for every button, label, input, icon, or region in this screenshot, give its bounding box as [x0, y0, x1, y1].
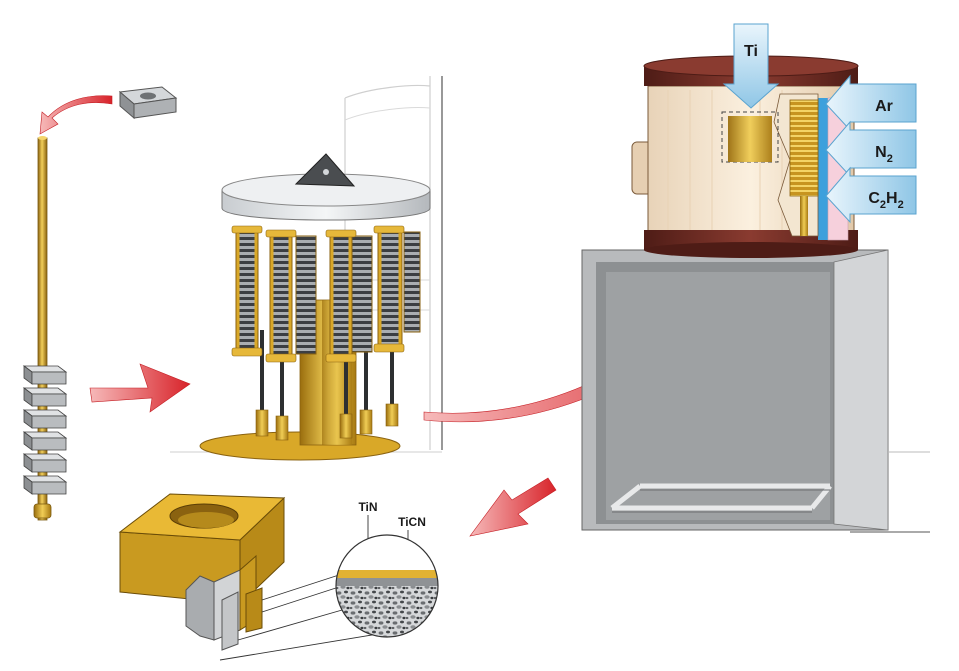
- cross-section-leaders: [219, 515, 409, 661]
- fixture-carousel: [170, 76, 443, 461]
- coating-furnace: [581, 249, 930, 533]
- c2h2-label: C2H2: [868, 190, 903, 211]
- ar-arrow: Ar: [825, 74, 917, 132]
- c2h2-arrow: C2H2: [825, 166, 917, 224]
- load-arrow-red: [39, 95, 113, 135]
- coating-cross-section: TiN TiCN: [335, 500, 439, 638]
- n2-label: N2: [875, 144, 893, 165]
- gas-inlets: Ti Ar N2 C2H2: [722, 23, 917, 224]
- arrow-to-coated-insert: [469, 477, 557, 537]
- insert-stack: [22, 365, 68, 495]
- insert-holder-rod: [22, 86, 178, 521]
- arrow-to-fixture: [89, 363, 191, 413]
- ti-arrow: Ti: [722, 23, 780, 109]
- n2-arrow: N2: [825, 120, 917, 178]
- ti-label: Ti: [744, 43, 758, 60]
- vacuum-chamber: [631, 55, 859, 258]
- loose-insert: [118, 86, 178, 120]
- coated-insert: [118, 493, 286, 651]
- ar-label: Ar: [875, 98, 893, 115]
- ticn-label: TiCN: [398, 515, 426, 529]
- tin-label: TiN: [358, 500, 377, 514]
